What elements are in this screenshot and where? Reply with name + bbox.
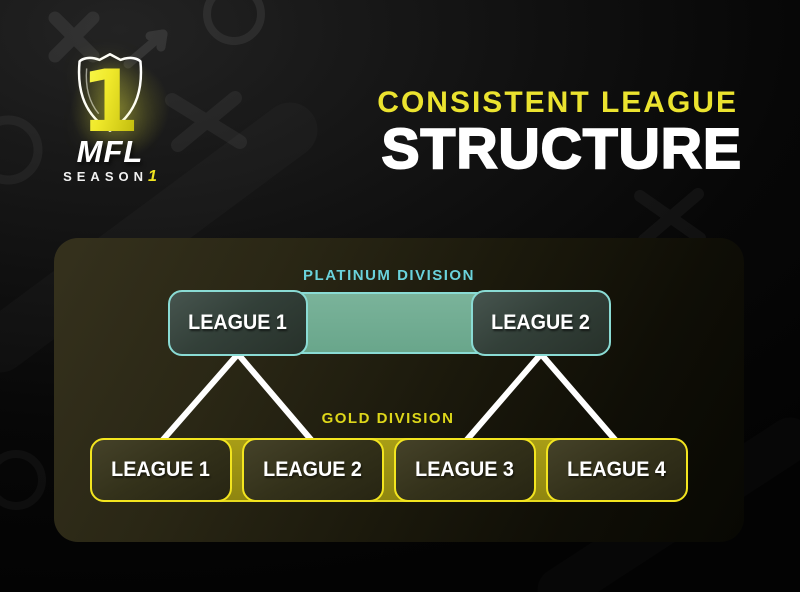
gold-league-1: LEAGUE 1 <box>90 438 232 502</box>
season-word: SEASON <box>63 169 148 184</box>
gold-division-bar: LEAGUE 1 LEAGUE 2 LEAGUE 3 LEAGUE 4 <box>90 438 688 502</box>
platinum-league-2-label: LEAGUE 2 <box>491 311 591 334</box>
season-number: 1 <box>148 168 157 185</box>
page-title: STRUCTURE <box>381 116 742 182</box>
gold-league-4: LEAGUE 4 <box>546 438 688 502</box>
gold-league-4-label: LEAGUE 4 <box>567 458 667 481</box>
gold-league-1-label: LEAGUE 1 <box>111 458 211 481</box>
gold-league-2: LEAGUE 2 <box>242 438 384 502</box>
platinum-division-label: PLATINUM DIVISION <box>303 267 475 284</box>
gold-league-3: LEAGUE 3 <box>394 438 536 502</box>
platinum-division-bar: LEAGUE 1 LEAGUE 2 <box>168 290 611 356</box>
gold-league-3-label: LEAGUE 3 <box>415 458 515 481</box>
header-subtitle: CONSISTENT LEAGUE <box>377 86 738 119</box>
shield-icon <box>77 53 143 132</box>
platinum-league-2: LEAGUE 2 <box>471 290 611 356</box>
mfl-season1-logo: 1 MFL SEASON1 <box>52 48 192 198</box>
logo-season-text: SEASON1 <box>52 168 168 186</box>
gold-league-2-label: LEAGUE 2 <box>263 458 363 481</box>
logo-brand-text: MFL <box>76 134 144 169</box>
gold-division-label: GOLD DIVISION <box>321 410 455 427</box>
platinum-league-1-label: LEAGUE 1 <box>188 311 288 334</box>
platinum-league-1: LEAGUE 1 <box>168 290 308 356</box>
shield-number-one: 1 <box>62 54 158 150</box>
